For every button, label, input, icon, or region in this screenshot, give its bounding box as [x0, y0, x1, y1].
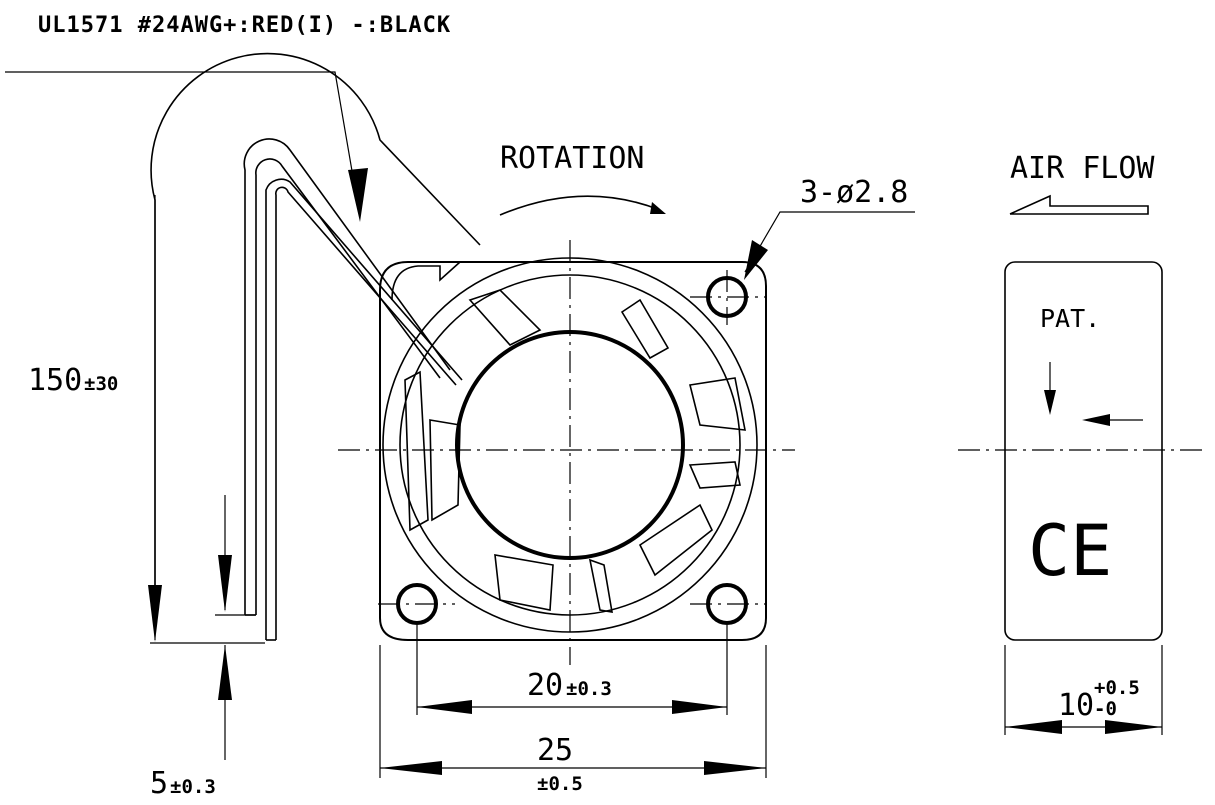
wire-strip-tolerance: ±0.3	[170, 776, 216, 798]
airflow-indicator: AIR FLOW	[1009, 151, 1155, 215]
frame-width-tolerance: ±0.5	[537, 773, 583, 795]
frame-depth-value: 10	[1058, 688, 1094, 723]
cable-bundle	[150, 52, 481, 641]
wire-length-value: 150	[28, 363, 82, 398]
fan-front-view	[338, 240, 795, 665]
frame-depth-tol-plus: +0.5	[1094, 677, 1140, 699]
frame-width-dimension: 25 ±0.5	[379, 645, 767, 795]
hole-pitch-tolerance: ±0.3	[566, 678, 612, 700]
rotation-label: ROTATION	[500, 141, 645, 176]
hole-callout-text: 3-ø2.8	[800, 175, 908, 210]
wire-length-tolerance: ±30	[84, 373, 118, 395]
ce-mark: CE	[1028, 510, 1112, 592]
hole-pitch-value: 20	[527, 668, 563, 703]
airflow-label: AIR FLOW	[1010, 151, 1155, 186]
hole-callout: 3-ø2.8	[744, 175, 915, 280]
frame-depth-dimension: 10 +0.5 -0	[1004, 645, 1163, 735]
rotation-indicator: ROTATION	[499, 141, 666, 216]
wire-spec-text: UL1571 #24AWG+:RED(I) -:BLACK	[38, 13, 451, 38]
frame-width-value: 25	[537, 733, 573, 768]
wire-length-dimension: 150 ±30	[28, 195, 265, 644]
hole-pitch-dimension: 20 ±0.3	[416, 625, 728, 715]
patent-label: PAT.	[1040, 304, 1100, 333]
wire-strip-value: 5	[150, 766, 168, 801]
frame-depth-tol-minus: -0	[1094, 698, 1117, 720]
wire-strip-dimension: 5 ±0.3	[150, 495, 255, 801]
fan-side-view: PAT. CE	[958, 261, 1205, 641]
wire-leader	[5, 71, 368, 222]
